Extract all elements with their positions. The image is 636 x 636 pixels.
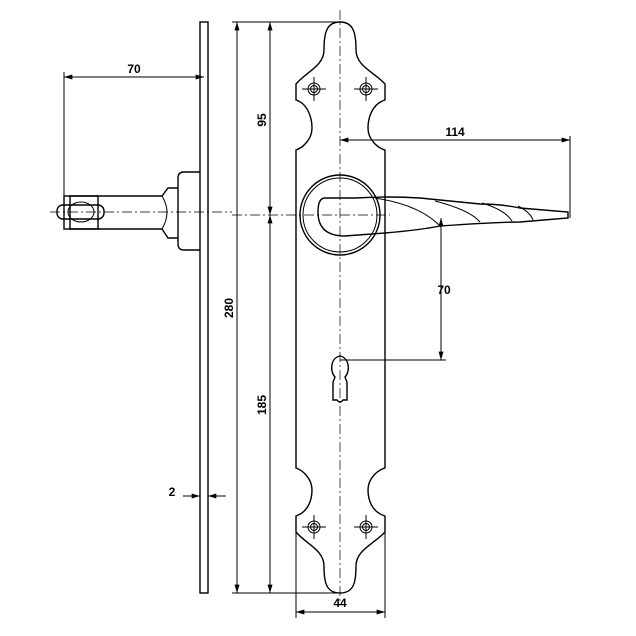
rosette-side <box>177 171 200 251</box>
front-view <box>232 10 569 605</box>
dim-plate-width: 44 <box>333 596 347 610</box>
backplate-side <box>199 21 209 594</box>
dimensions: 70 280 95 185 114 70 2 44 <box>63 21 571 618</box>
side-view <box>50 21 232 594</box>
dim-handle-length: 114 <box>445 125 465 139</box>
screw-hole-top-left <box>302 77 326 101</box>
twisted-lever-handle <box>317 196 569 237</box>
dim-total-height: 280 <box>222 298 236 318</box>
handle-tip-side <box>63 195 99 230</box>
dim-top-to-axis: 95 <box>255 113 269 127</box>
screw-hole-bottom-right <box>354 515 378 539</box>
handle-neck-side <box>69 187 178 239</box>
dim-side-depth: 70 <box>127 62 141 76</box>
screw-hole-top-right <box>354 77 378 101</box>
dim-axis-to-keyhole: 70 <box>437 283 451 297</box>
dim-plate-thickness: 2 <box>169 485 176 499</box>
backplate-front <box>295 21 386 594</box>
screw-hole-bottom-left <box>302 515 326 539</box>
dim-axis-to-bottom: 185 <box>255 395 269 415</box>
keyhole <box>331 355 349 403</box>
